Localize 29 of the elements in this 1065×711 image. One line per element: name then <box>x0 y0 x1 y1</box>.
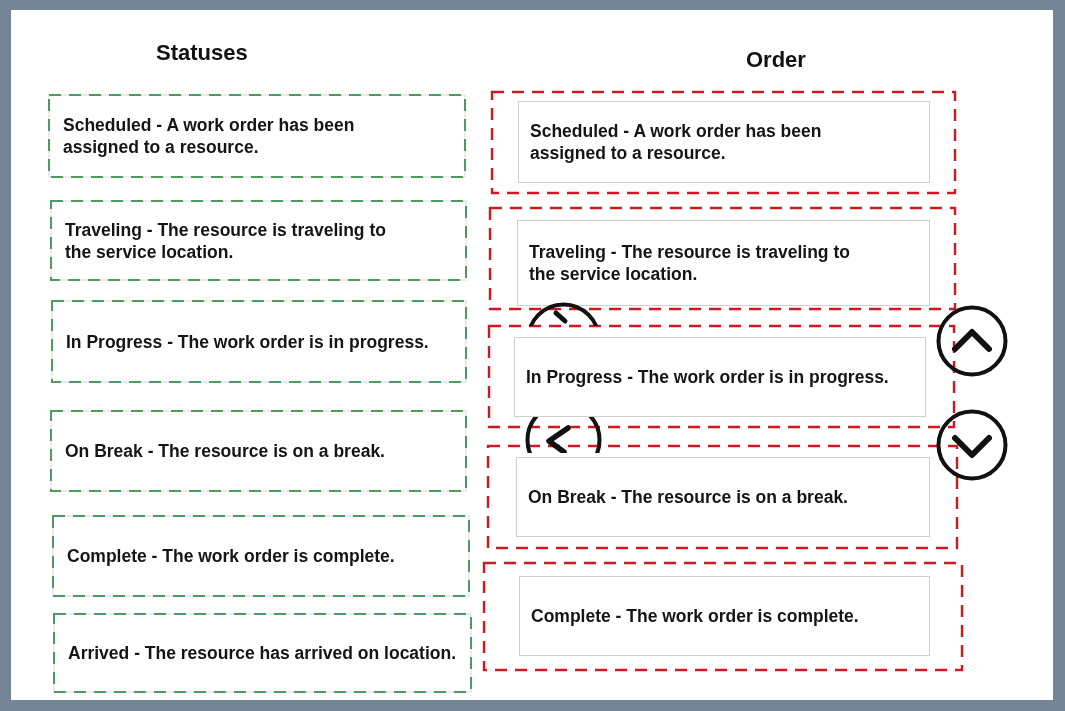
status-card <box>51 300 467 383</box>
status-text: Arrived - The resource has arrived on location. <box>68 642 457 664</box>
status-card <box>50 200 467 281</box>
column-heading: Order <box>746 47 806 73</box>
status-text: In Progress - The work order is in progress. <box>66 330 429 353</box>
drop-zone <box>489 207 956 310</box>
status-text: Scheduled - A work order has been assigned to a resource. <box>63 114 356 158</box>
status-text: Traveling - The resource is traveling to the service location. <box>529 241 851 285</box>
status-card <box>52 515 470 597</box>
status-text: In Progress - The work order is in progress. <box>526 366 889 388</box>
drop-zone <box>483 562 963 671</box>
status-card <box>519 576 930 656</box>
status-text: On Break - The resource is on a break. <box>65 440 385 462</box>
status-card <box>514 337 926 417</box>
status-card <box>50 410 467 492</box>
status-text: Complete - The work order is complete. <box>531 605 859 627</box>
status-card <box>517 220 930 306</box>
status-text: Scheduled - A work order has been assigned to a resource. <box>530 120 823 164</box>
status-card <box>53 613 472 693</box>
status-text: Traveling - The resource is traveling to the service location. <box>65 218 387 263</box>
drop-zone <box>491 91 956 194</box>
drop-zone <box>488 325 955 428</box>
status-text: Complete - The work order is complete. <box>67 545 395 567</box>
drop-zone <box>487 445 958 549</box>
status-card <box>48 94 466 178</box>
status-card <box>518 101 930 183</box>
status-card <box>516 457 930 537</box>
status-text: On Break - The resource is on a break. <box>528 486 848 508</box>
column-heading: Statuses <box>156 40 248 66</box>
